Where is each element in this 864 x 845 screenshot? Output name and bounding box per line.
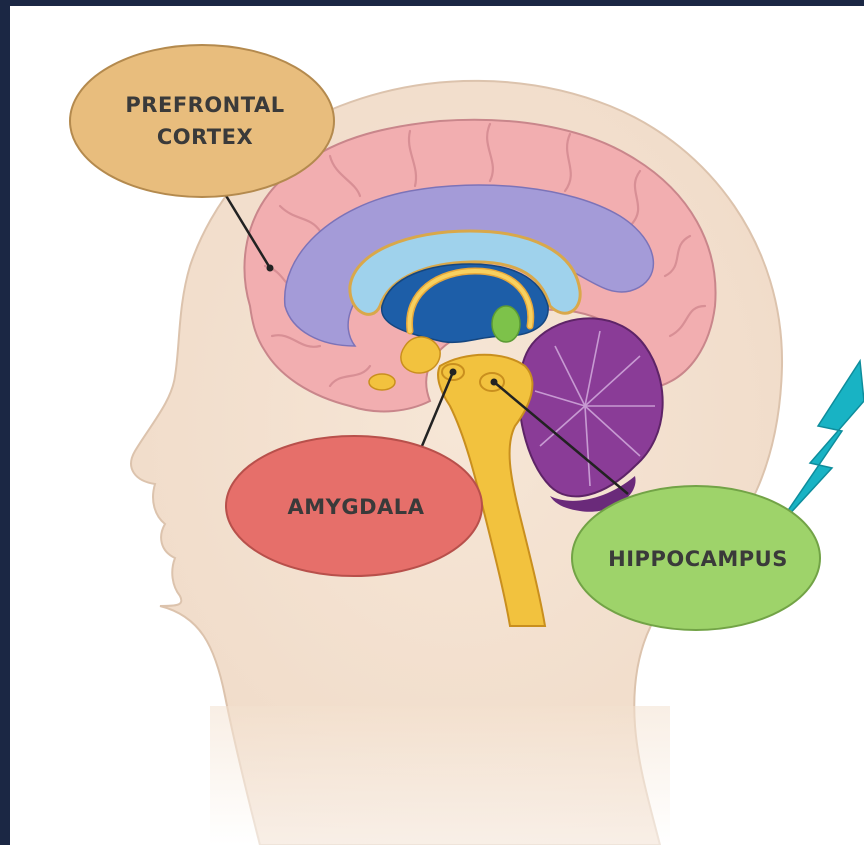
- neck-fade: [210, 706, 670, 845]
- hippocampus-label-text: HIPPOCAMPUS: [608, 547, 788, 571]
- pituitary: [369, 374, 395, 390]
- hippocampus-label: HIPPOCAMPUS: [572, 486, 820, 630]
- prefrontal-label-line1: PREFRONTAL: [125, 93, 284, 117]
- hippocampus-pointer-dot: [491, 379, 498, 386]
- prefrontal-pointer-dot: [267, 265, 274, 272]
- brain-diagram: PREFRONTAL CORTEX AMYGDALA HIPPOCAMPUS: [10, 6, 864, 845]
- prefrontal-cortex-label: PREFRONTAL CORTEX: [70, 45, 334, 197]
- diagram-canvas: PREFRONTAL CORTEX AMYGDALA HIPPOCAMPUS: [10, 6, 864, 845]
- green-nucleus: [492, 306, 520, 342]
- prefrontal-label-line2: CORTEX: [157, 125, 253, 149]
- amygdala-label-text: AMYGDALA: [288, 495, 425, 519]
- lightning-bolt-icon: [774, 361, 864, 531]
- amygdala-label: AMYGDALA: [226, 436, 482, 576]
- amygdala-pointer-dot: [450, 369, 457, 376]
